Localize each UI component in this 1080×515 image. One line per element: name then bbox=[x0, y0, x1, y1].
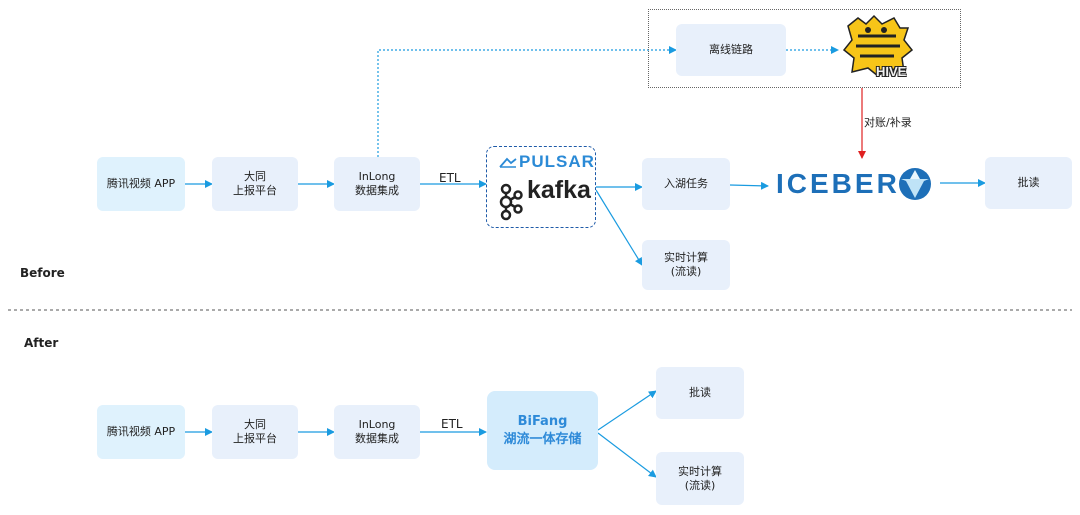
arrow-bifang-to-realtime bbox=[597, 432, 657, 478]
offline-path-box: 离线链路 bbox=[676, 24, 786, 76]
etl-label: ETL bbox=[439, 171, 461, 185]
pulsar-logo-text: PULSAR bbox=[519, 152, 595, 171]
realtime-compute-box: 实时计算 (流读) bbox=[642, 240, 730, 290]
arrow-mq-to-realtime bbox=[595, 189, 643, 266]
source-app-box-after: 腾讯视频 APP bbox=[97, 405, 185, 459]
pulsar-icon bbox=[499, 157, 517, 168]
inlong-label-line2: 数据集成 bbox=[355, 184, 399, 197]
batch-read-box: 批读 bbox=[985, 157, 1072, 209]
datong-platform-box-after: 大同 上报平台 bbox=[212, 405, 298, 459]
after-section-label: After bbox=[24, 336, 59, 350]
datong-label-line1-after: 大同 bbox=[244, 418, 266, 431]
batch-read-label-after: 批读 bbox=[689, 386, 711, 399]
datong-label-line2: 上报平台 bbox=[233, 184, 277, 197]
ingest-task-label: 入湖任务 bbox=[664, 177, 708, 190]
source-app-label-after: 腾讯视频 APP bbox=[106, 425, 176, 438]
iceberg-logo-text: ICEBERG bbox=[776, 168, 925, 199]
ingest-task-box: 入湖任务 bbox=[642, 158, 730, 210]
kafka-icon bbox=[499, 183, 523, 221]
offline-group-frame bbox=[648, 9, 961, 88]
inlong-label-line2-after: 数据集成 bbox=[355, 432, 399, 445]
iceberg-icon bbox=[899, 168, 931, 200]
bifang-label-line2: 湖流一体存储 bbox=[503, 431, 582, 447]
batch-read-box-after: 批读 bbox=[656, 367, 744, 419]
reconcile-label: 对账/补录 bbox=[864, 116, 912, 129]
source-app-box: 腾讯视频 APP bbox=[97, 157, 185, 211]
datong-label-line1: 大同 bbox=[244, 170, 266, 183]
realtime-label-line1: 实时计算 bbox=[664, 251, 708, 264]
realtime-label-line2: (流读) bbox=[670, 265, 702, 278]
arrow-bifang-to-batch bbox=[597, 390, 657, 431]
etl-label-after: ETL bbox=[441, 417, 463, 431]
hive-logo-text: HIVE bbox=[876, 64, 907, 79]
inlong-box: InLong 数据集成 bbox=[334, 157, 420, 211]
datong-label-line2-after: 上报平台 bbox=[233, 432, 277, 445]
batch-read-label: 批读 bbox=[1017, 176, 1040, 189]
realtime-label-line1-after: 实时计算 bbox=[678, 464, 722, 478]
realtime-label-line2-after: (流读) bbox=[684, 478, 716, 492]
before-section-label: Before bbox=[20, 266, 65, 280]
message-queue-box: PULSAR kafka bbox=[486, 146, 596, 228]
dotted-path-inlong-to-offline bbox=[377, 46, 677, 157]
offline-path-label: 离线链路 bbox=[709, 43, 753, 56]
bifang-label-line1: BiFang bbox=[517, 413, 568, 429]
datong-platform-box: 大同 上报平台 bbox=[212, 157, 298, 211]
realtime-compute-box-after: 实时计算 (流读) bbox=[656, 452, 744, 505]
source-app-label: 腾讯视频 APP bbox=[106, 177, 176, 190]
inlong-label-line1: InLong bbox=[358, 170, 396, 183]
inlong-box-after: InLong 数据集成 bbox=[334, 405, 420, 459]
inlong-label-line1-after: InLong bbox=[358, 418, 396, 431]
arrow-ingest-to-iceberg bbox=[729, 181, 769, 190]
hive-bee-icon bbox=[842, 14, 914, 77]
kafka-logo-text: kafka bbox=[527, 176, 591, 204]
bifang-storage-box: BiFang 湖流一体存储 bbox=[487, 391, 598, 470]
